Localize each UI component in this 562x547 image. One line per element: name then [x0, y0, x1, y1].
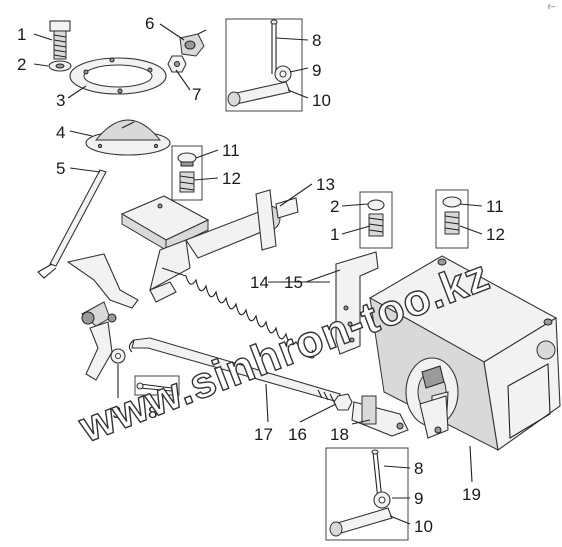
- label-16: 16: [288, 425, 307, 444]
- label-7: 7: [192, 85, 201, 104]
- cap-part-11: [171, 145, 203, 201]
- label-6: 6: [145, 14, 154, 33]
- cotter-pin-part-8-top: [270, 19, 278, 74]
- fitting-part-1-right: [368, 213, 384, 237]
- nut-part-16: [333, 393, 353, 411]
- detail-frame-fitting-right: [435, 189, 469, 249]
- label-10-top: 10: [312, 91, 331, 110]
- label-9-left: 9: [112, 403, 121, 422]
- label-8-bottom: 8: [414, 459, 423, 478]
- label-14: 14: [250, 273, 269, 292]
- label-12: 12: [222, 169, 241, 188]
- bracket-part-15: [335, 251, 379, 355]
- nut-part-7: [167, 55, 187, 73]
- label-12-right: 12: [486, 225, 505, 244]
- axle-part-10-top: [227, 81, 291, 107]
- label-3: 3: [56, 91, 65, 110]
- label-5: 5: [56, 159, 65, 178]
- detail-frame-pin-set-bottom: [325, 447, 409, 541]
- bolt-part-1: [49, 20, 71, 60]
- label-10-bottom: 10: [414, 517, 433, 536]
- detail-frame-pin-left: [134, 375, 180, 396]
- label-9-bottom: 9: [414, 489, 423, 508]
- clamp-part-6: [179, 29, 207, 57]
- label-11-right: 11: [486, 197, 504, 216]
- label-19: 19: [462, 485, 481, 504]
- label-2: 2: [17, 55, 26, 74]
- label-4: 4: [56, 123, 65, 142]
- washer-part-9-bottom: [373, 491, 391, 509]
- washer-part-2: [48, 60, 72, 72]
- label-17: 17: [254, 425, 273, 444]
- dome-cap-part-4: [85, 119, 171, 156]
- cap-part-11-right: [442, 196, 462, 208]
- label-8-top: 8: [312, 31, 321, 50]
- label-15: 15: [284, 273, 303, 292]
- axle-part-10-bottom: [329, 507, 393, 537]
- label-8-left: 8: [148, 403, 157, 422]
- nipple-part-12: [179, 171, 195, 193]
- column-part-13: [120, 189, 299, 292]
- yoke-part-18: [351, 395, 409, 437]
- washer-part-9-top: [274, 65, 292, 83]
- corner-mark: r–: [548, 2, 556, 11]
- detail-frame-pin-set-top: [225, 18, 303, 112]
- leader-lines: [33, 23, 483, 525]
- label-11: 11: [222, 141, 240, 160]
- rod-part-5: [37, 169, 107, 279]
- detail-frame-fitting-left: [359, 191, 393, 249]
- label-2-right: 2: [330, 197, 339, 216]
- label-13: 13: [316, 175, 335, 194]
- fitting-nut-part-2-right: [367, 199, 385, 211]
- label-9-top: 9: [312, 61, 321, 80]
- link-arm: [419, 395, 449, 439]
- label-1: 1: [17, 25, 26, 44]
- gasket-part-3: [69, 57, 167, 95]
- nipple-part-12-right: [444, 211, 460, 235]
- cotter-pin-part-8-left: [136, 382, 173, 392]
- spring-part-14: [161, 267, 315, 359]
- lever-bracket: [66, 253, 177, 381]
- washer-part-9-left: [110, 348, 126, 364]
- label-1-right: 1: [330, 225, 339, 244]
- label-18: 18: [330, 425, 349, 444]
